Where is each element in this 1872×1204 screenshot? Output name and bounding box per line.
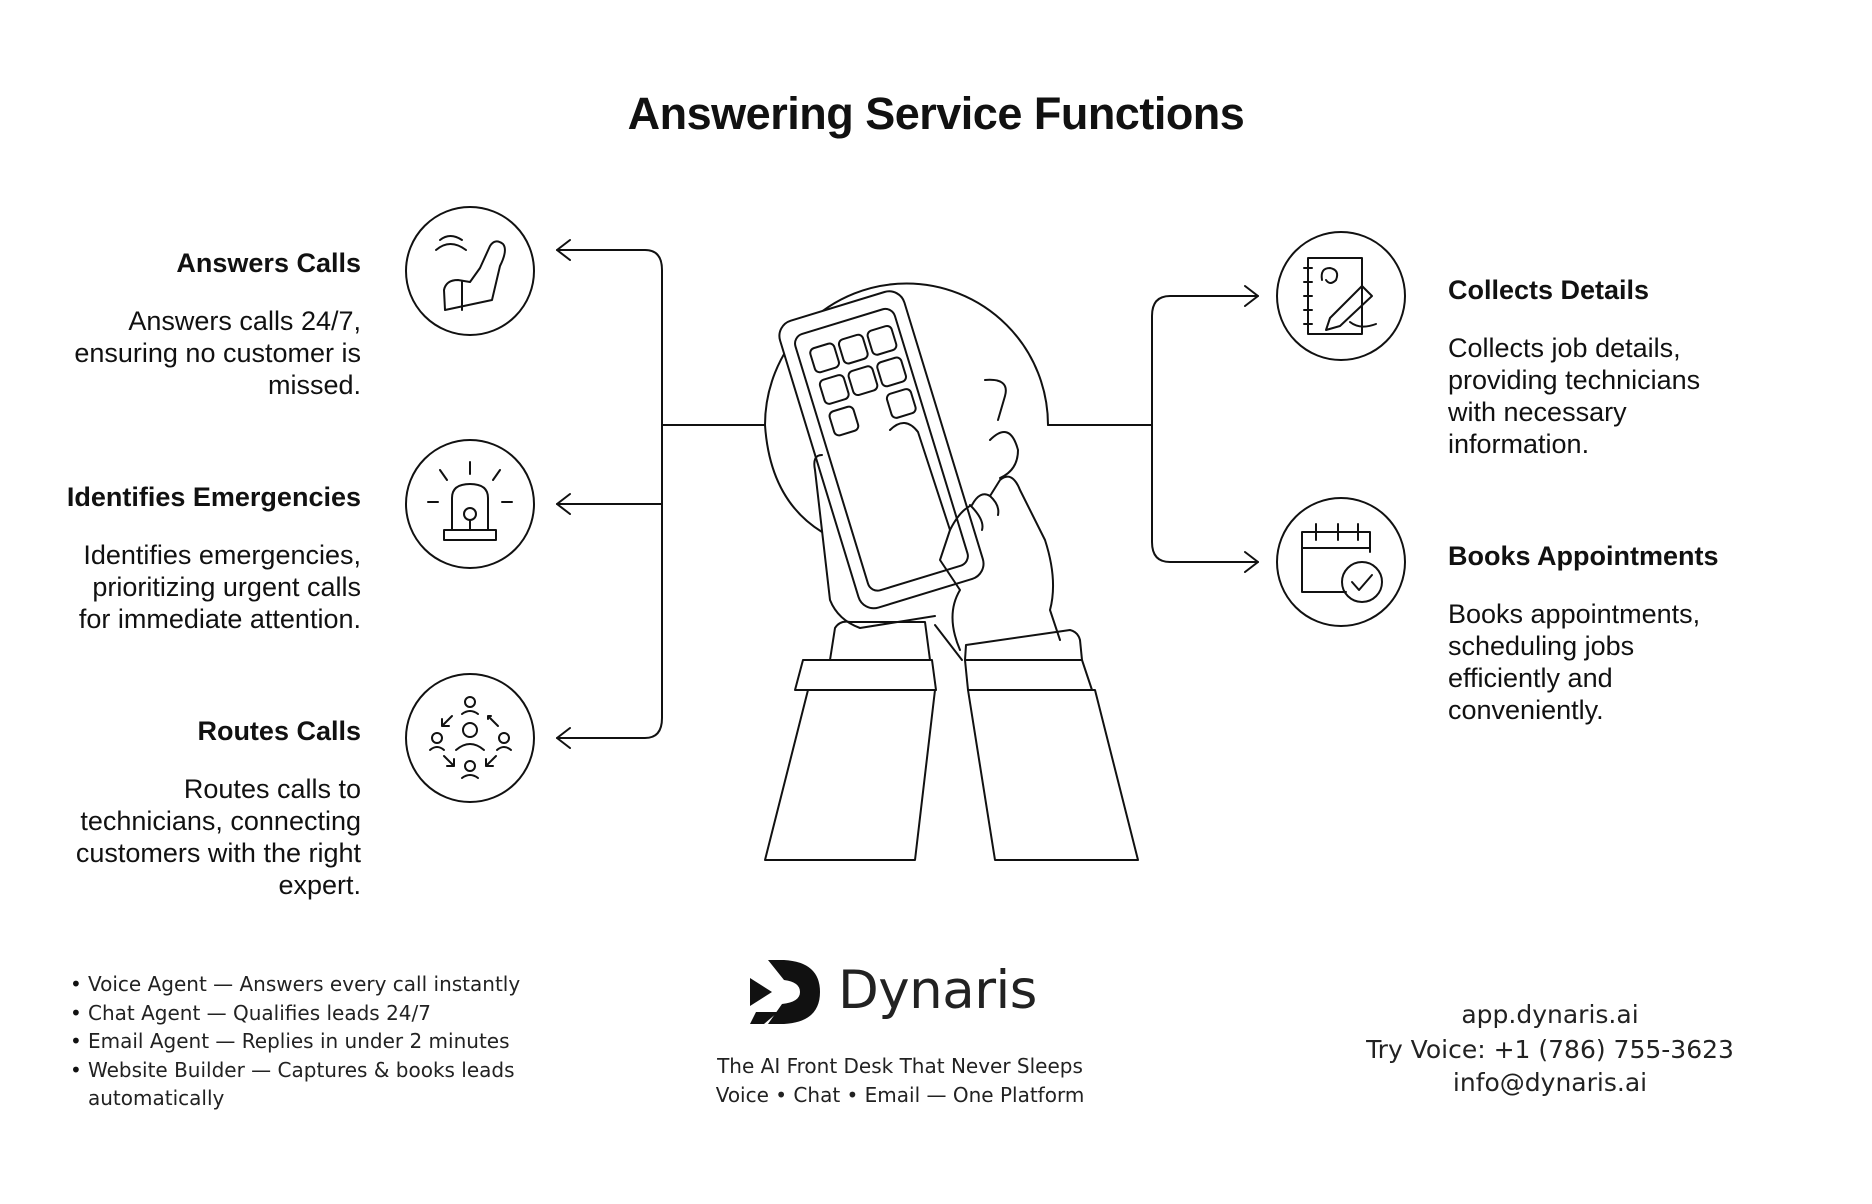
- left-connector: [556, 239, 766, 749]
- collects-details-desc-line: providing technicians: [1448, 365, 1701, 395]
- feature-item: Voice Agent — Answers every call instant…: [70, 970, 530, 999]
- feature-item: Chat Agent — Qualifies leads 24/7: [70, 999, 530, 1028]
- collects-details-desc-line: with necessary: [1448, 397, 1627, 427]
- routes-calls-desc-line: technicians, connecting: [80, 806, 361, 836]
- routes-calls-desc-line: expert.: [278, 870, 361, 900]
- phone-hand-icon: [405, 206, 535, 336]
- collects-details-desc-line: Collects job details,: [1448, 333, 1681, 363]
- collects-details-block: Collects Details Collects job details, p…: [1448, 275, 1748, 460]
- feature-item: Website Builder — Captures & books leads: [70, 1056, 530, 1085]
- contact-voice[interactable]: Try Voice: +1 (786) 755-3623: [1366, 1035, 1734, 1064]
- alarm-siren-icon: [405, 439, 535, 569]
- brand-name: Dynaris: [838, 960, 1037, 1021]
- identifies-emergencies-desc-line: for immediate attention.: [78, 604, 361, 634]
- identifies-emergencies-desc-line: prioritizing urgent calls: [92, 572, 361, 602]
- identifies-emergencies-block: Identifies Emergencies Identifies emerge…: [21, 482, 361, 635]
- page-title: Answering Service Functions: [627, 88, 1245, 139]
- feature-item-continuation: automatically: [88, 1086, 225, 1110]
- books-appointments-block: Books Appointments Books appointments, s…: [1448, 541, 1748, 726]
- people-network-icon: [405, 673, 535, 803]
- calendar-check-icon: [1276, 497, 1406, 627]
- collects-details-desc-line: information.: [1448, 429, 1590, 459]
- brand-subtagline: Voice • Chat • Email — One Platform: [715, 1083, 1085, 1107]
- identifies-emergencies-desc-line: Identifies emergencies,: [83, 540, 361, 570]
- contact-email[interactable]: info@dynaris.ai: [1452, 1068, 1648, 1097]
- collects-details-heading: Collects Details: [1448, 275, 1650, 305]
- answers-calls-desc-line: Answers calls 24/7,: [128, 306, 361, 336]
- books-appointments-desc-line: scheduling jobs: [1448, 631, 1635, 661]
- books-appointments-desc-line: Books appointments,: [1448, 599, 1701, 629]
- routes-calls-desc-line: customers with the right: [75, 838, 361, 868]
- feature-item: Email Agent — Replies in under 2 minutes: [70, 1027, 530, 1056]
- brand-tagline: The AI Front Desk That Never Sleeps: [717, 1054, 1083, 1078]
- books-appointments-heading: Books Appointments: [1448, 541, 1719, 571]
- feature-list: Voice Agent — Answers every call instant…: [70, 970, 530, 1113]
- answers-calls-heading: Answers Calls: [176, 248, 361, 278]
- routes-calls-heading: Routes Calls: [197, 716, 361, 746]
- books-appointments-desc-line: conveniently.: [1448, 695, 1604, 725]
- routes-calls-desc-line: Routes calls to: [183, 774, 361, 804]
- books-appointments-desc-line: efficiently and: [1448, 663, 1613, 693]
- routes-calls-block: Routes Calls Routes calls to technicians…: [21, 716, 361, 901]
- answers-calls-desc-line: missed.: [267, 370, 361, 400]
- notepad-pencil-icon: [1276, 231, 1406, 361]
- dynaris-logo-icon: [750, 960, 820, 1024]
- identifies-emergencies-heading: Identifies Emergencies: [66, 482, 361, 512]
- answers-calls-block: Answers Calls Answers calls 24/7, ensuri…: [21, 248, 361, 401]
- right-connector: [1047, 285, 1259, 573]
- hands-phone-icon: [764, 282, 1139, 861]
- answers-calls-desc-line: ensuring no customer is: [74, 338, 361, 368]
- contact-url[interactable]: app.dynaris.ai: [1461, 1000, 1639, 1029]
